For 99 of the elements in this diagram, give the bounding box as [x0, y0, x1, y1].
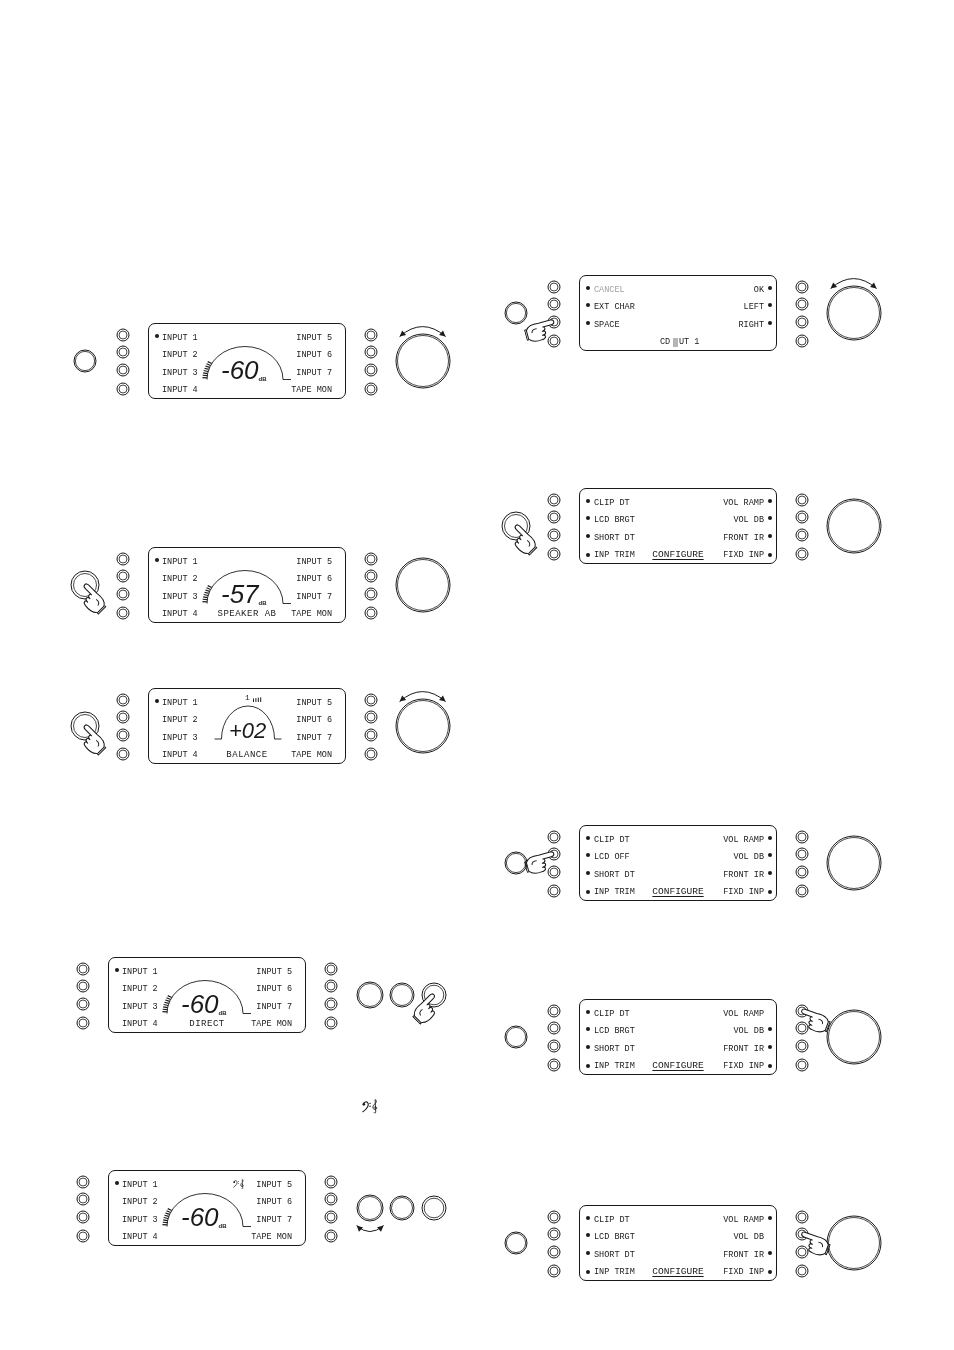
menu-title: CONFIGURE: [652, 549, 704, 561]
name-text: UT 1: [679, 336, 700, 348]
menu-option: FRONT IR: [723, 1249, 764, 1261]
input-label: INPUT 1: [162, 697, 198, 709]
input-label: INPUT 6: [296, 573, 332, 585]
input-label: TAPE MON: [251, 1018, 292, 1030]
input-label: INPUT 2: [122, 1196, 158, 1208]
menu-option: LCD BRGT: [594, 1231, 635, 1243]
input-label: INPUT 2: [162, 714, 198, 726]
lcd-display: [579, 825, 777, 901]
menu-option: RIGHT: [738, 319, 764, 331]
mode-label: SPEAKER AB: [217, 608, 277, 620]
menu-option: CANCEL: [594, 284, 625, 296]
balance-scale-number: 1: [245, 693, 250, 703]
menu-option: INP TRIM: [594, 886, 635, 898]
input-label: INPUT 5: [296, 697, 332, 709]
menu-option: SHORT DT: [594, 1043, 635, 1055]
input-label: INPUT 2: [162, 573, 198, 585]
menu-option: LEFT: [743, 301, 764, 313]
mode-label: BALANCE: [226, 749, 268, 761]
menu-option: FRONT IR: [723, 532, 764, 544]
menu-option: SPACE: [594, 319, 620, 331]
input-label: INPUT 6: [256, 983, 292, 995]
input-label: INPUT 6: [256, 1196, 292, 1208]
lcd-display: [108, 1170, 306, 1246]
input-label: TAPE MON: [291, 608, 332, 620]
menu-option: FRONT IR: [723, 869, 764, 881]
menu-option: EXT CHAR: [594, 301, 635, 313]
menu-option: VOL RAMP: [723, 1214, 764, 1226]
input-label: INPUT 4: [122, 1231, 158, 1243]
input-label: INPUT 2: [162, 349, 198, 361]
input-label: INPUT 7: [296, 367, 332, 379]
menu-option: LCD BRGT: [594, 1025, 635, 1037]
input-label: INPUT 3: [122, 1214, 158, 1226]
lcd-display: [148, 688, 346, 764]
input-label: INPUT 4: [162, 384, 198, 396]
menu-option: CLIP DT: [594, 1214, 630, 1226]
mode-label: DIRECT: [189, 1018, 225, 1030]
lcd-display: [108, 957, 306, 1033]
menu-title: CONFIGURE: [652, 1060, 704, 1072]
menu-option: SHORT DT: [594, 1249, 635, 1261]
menu-option: OK: [753, 284, 764, 296]
lcd-display: [579, 999, 777, 1075]
input-label: INPUT 5: [296, 556, 332, 568]
menu-option: INP TRIM: [594, 1266, 635, 1278]
menu-option: VOL DB: [733, 1025, 764, 1037]
menu-option: SHORT DT: [594, 532, 635, 544]
lcd-display: [579, 275, 777, 351]
input-label: INPUT 2: [122, 983, 158, 995]
menu-option: FRONT IR: [723, 1043, 764, 1055]
input-label: INPUT 1: [122, 1179, 158, 1191]
menu-option: VOL DB: [733, 851, 764, 863]
menu-option: VOL RAMP: [723, 834, 764, 846]
balance-readout: +02: [229, 720, 267, 742]
lcd-display: [148, 547, 346, 623]
lcd-display: [148, 323, 346, 399]
input-label: INPUT 6: [296, 714, 332, 726]
menu-option: FIXD INP: [723, 1266, 764, 1278]
menu-option: VOL RAMP: [723, 1008, 764, 1020]
input-label: INPUT 7: [296, 591, 332, 603]
input-label: INPUT 3: [162, 367, 198, 379]
input-label: INPUT 7: [296, 732, 332, 744]
menu-option: VOL RAMP: [723, 497, 764, 509]
menu-option: CLIP DT: [594, 1008, 630, 1020]
menu-option: INP TRIM: [594, 1060, 635, 1072]
input-label: INPUT 1: [122, 966, 158, 978]
menu-title: CONFIGURE: [652, 886, 704, 898]
name-text: CD: [660, 336, 671, 348]
menu-option: SHORT DT: [594, 869, 635, 881]
input-label: TAPE MON: [291, 384, 332, 396]
input-label: INPUT 4: [162, 749, 198, 761]
menu-option: FIXD INP: [723, 1060, 764, 1072]
menu-option: LCD BRGT: [594, 514, 635, 526]
menu-option: VOL DB: [733, 514, 764, 526]
menu-option: CLIP DT: [594, 834, 630, 846]
input-label: INPUT 3: [122, 1001, 158, 1013]
input-label: INPUT 4: [122, 1018, 158, 1030]
input-label: INPUT 1: [162, 332, 198, 344]
input-label: INPUT 7: [256, 1001, 292, 1013]
menu-option: FIXD INP: [723, 886, 764, 898]
input-label: INPUT 7: [256, 1214, 292, 1226]
lcd-display: [579, 1205, 777, 1281]
input-label: INPUT 3: [162, 591, 198, 603]
input-label: INPUT 5: [256, 966, 292, 978]
input-label: INPUT 5: [256, 1179, 292, 1191]
menu-option: LCD OFF: [594, 851, 630, 863]
menu-option: INP TRIM: [594, 549, 635, 561]
lcd-display: [579, 488, 777, 564]
input-label: TAPE MON: [291, 749, 332, 761]
menu-option: CLIP DT: [594, 497, 630, 509]
input-label: INPUT 5: [296, 332, 332, 344]
input-label: TAPE MON: [251, 1231, 292, 1243]
input-label: INPUT 3: [162, 732, 198, 744]
menu-option: VOL DB: [733, 1231, 764, 1243]
input-label: INPUT 4: [162, 608, 198, 620]
menu-option: FIXD INP: [723, 549, 764, 561]
menu-title: CONFIGURE: [652, 1266, 704, 1278]
input-label: INPUT 1: [162, 556, 198, 568]
input-label: INPUT 6: [296, 349, 332, 361]
